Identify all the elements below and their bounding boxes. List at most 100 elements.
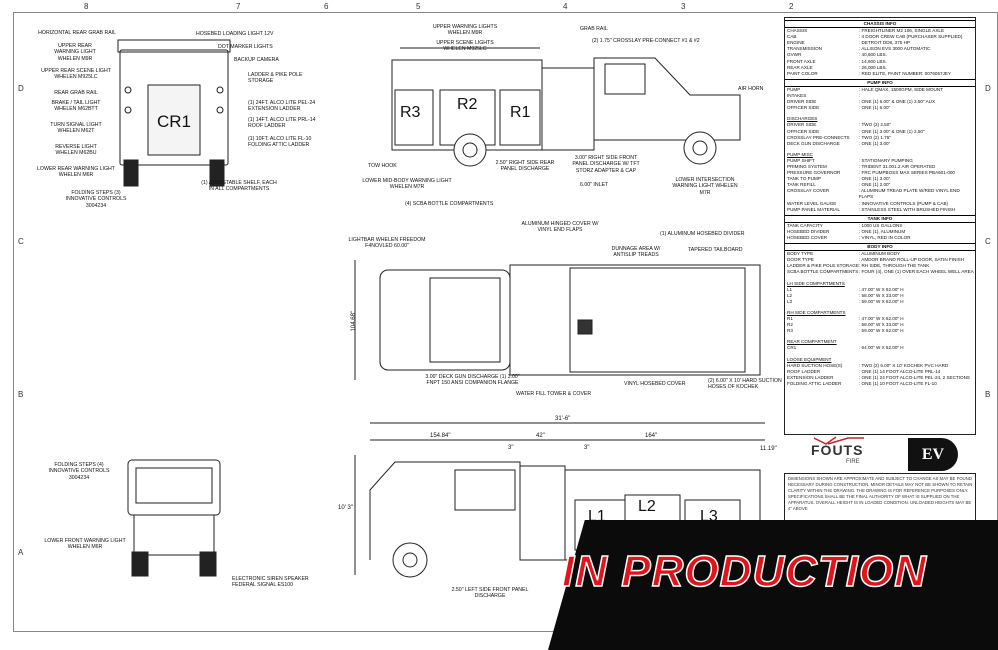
spec-value: : ONE (1) 14 FOOT ALCO-LITE PRL-14 — [859, 368, 941, 374]
spec-value: : 4 DOOR CREW CAB (PURCHASER SUPPLIED) — [859, 34, 963, 40]
callout: ALUMINUM HINGED COVER W/ VINYL END FLAPS — [521, 221, 599, 234]
spec-key: TRANSMISSION — [787, 46, 822, 52]
spec-value: : FREIGHTLINER M2 106, SINGLE AXLE — [859, 28, 945, 34]
fouts-logo: FOUTS — [811, 442, 864, 458]
spec-key: CR1 — [787, 345, 797, 351]
spec-key: LADDER & PIKE POLE STORAGE — [787, 263, 859, 269]
spec-key: PUMP — [787, 86, 801, 92]
callout: UPPER REAR WARNING LIGHT WHELEN M9R — [54, 43, 96, 62]
callout: BACKUP CAMERA — [234, 57, 279, 63]
spec-row: WATER LEVEL GAUGE : INNOVATIVE CONTROLS (… — [785, 201, 975, 207]
spec-key: TANK TO PUMP — [787, 176, 821, 182]
spec-row: DOOR TYPE: AMDOR BRAND ROLL-UP DOOR, SAT… — [785, 257, 975, 263]
spec-value: : RED ELITE, PAINT NUMBER: 0076057JEY — [859, 70, 951, 76]
grid-col: 5 — [416, 2, 421, 11]
spec-row: CR1 : 64.00" W X 52.00" H — [785, 345, 975, 351]
callout: (1) ALUMINUM HOSEBED DIVIDER — [660, 231, 745, 237]
right-side-view-drawing — [391, 47, 741, 167]
spec-key: ROOF LADDER — [787, 368, 821, 374]
spec-row: GVWR: 40,600 LBS. — [785, 52, 975, 58]
spec-value: : ONE (1) 3.00" & ONE (1) 2.50" — [859, 128, 925, 134]
callout: WATER FILL TOWER & COVER — [516, 391, 592, 397]
spec-key: DECK GUN DISCHARGE — [787, 140, 840, 146]
spec-row: PUMP PANEL MATERIAL: STAINLESS STEEL WIT… — [785, 207, 975, 213]
callout: TAPERED TAILBOARD — [688, 247, 743, 253]
spec-value: : ONE (1) 3.00" — [859, 140, 891, 146]
grid-row: C — [18, 237, 24, 246]
callout: HORIZONTAL REAR GRAB RAIL — [38, 30, 116, 36]
spec-row: L3 : 59.00" W X 62.00" H — [785, 299, 975, 305]
spec-value: : TRIDENT 31.001.2 AIR OPERATED — [859, 163, 936, 169]
spec-row: INTAKES: — [785, 93, 975, 99]
spec-row: EXTENSION LADDER : ONE (1) 24 FOOT ALCO-L… — [785, 375, 975, 381]
callout: LOWER MID-BODY WARNING LIGHT WHELEN M7R — [362, 178, 452, 191]
spec-row: DRIVER SIDE: ONE (1) 6.00" & ONE (1) 2.5… — [785, 99, 975, 105]
spec-key: REAR AXLE — [787, 64, 813, 70]
spec-key: FRONT AXLE — [787, 58, 816, 64]
grid-row: D — [985, 84, 991, 93]
spec-row: DECK GUN DISCHARGE : ONE (1) 3.00" — [785, 141, 975, 147]
spec-key: GVWR — [787, 52, 802, 58]
callout: (1) 10FT. ALCO LITE FL-10 FOLDING ATTIC … — [248, 136, 312, 149]
spec-key: EXTENSION LADDER — [787, 374, 834, 380]
spec-value: : DETROIT DD8, 375 HP — [859, 40, 910, 46]
spec-value: : ALUMINUM TREAD PLATE W/RED VINYL END F… — [858, 188, 960, 200]
dimension: 42" — [536, 433, 545, 439]
compartment-r3: R3 — [400, 104, 421, 121]
spec-key: CAB — [787, 34, 797, 40]
callout: REVERSE LIGHT WHELEN M62BU — [55, 144, 97, 157]
spec-value: : 26,000 LBS. — [859, 64, 887, 70]
spec-row: SCBA BOTTLE COMPARTMENTS: FOUR (4), ONE … — [785, 269, 975, 275]
spec-row: CROSSLAY COVER: ALUMINUM TREAD PLATE W/R… — [785, 188, 975, 200]
spec-value: : HALE QMAX, 1500GPM, SIDE MOUNT — [859, 86, 943, 92]
front-view-drawing — [127, 459, 221, 577]
callout: DUNNAGE AREA W/ ANTISLIP TREADS — [611, 246, 661, 259]
spec-key: L3 — [787, 298, 793, 304]
spec-row: OFFICER SIDE: ONE (1) 3.00" & ONE (1) 2.… — [785, 129, 975, 135]
spec-row: TANK TO PUMP: ONE (1) 3.00" — [785, 176, 975, 182]
spec-row: R2: 58.00" W X 33.00" H — [785, 322, 975, 328]
spec-value: : 64.00" W X 52.00" H — [859, 345, 904, 351]
grid-col: 2 — [789, 2, 794, 11]
fouts-swoosh-icon — [814, 436, 864, 445]
spec-key: L2 — [787, 292, 793, 298]
spec-value: : RH SIDE, THROUGH THE TANK — [859, 263, 930, 269]
spec-key: L1 — [787, 286, 793, 292]
spec-subheader: LH SIDE COMPARTMENTS — [787, 280, 845, 286]
in-production-banner — [548, 520, 998, 650]
spec-row: R1: 47.00" W X 62.00" H — [785, 316, 975, 322]
callout: (1) 14FT. ALCO LITE PRL-14 ROOF LADDER — [248, 117, 316, 130]
spec-value: : 1000 US GALLONS — [859, 222, 903, 228]
callout: 2.50" LEFT SIDE FRONT PANEL DISCHARGE — [451, 587, 529, 600]
spec-key: FOLDING ATTIC LADDER — [787, 380, 842, 386]
dimension: 104.68" — [351, 310, 358, 332]
grid-row: A — [18, 548, 24, 557]
spec-value: : TWO (2) 1.75" — [859, 134, 891, 140]
spec-subheader: REAR COMPARTMENT — [787, 339, 837, 345]
spec-row: FOLDING ATTIC LADDER: ONE (1) 10 FOOT AL… — [785, 381, 975, 387]
spec-value: : FOUR (4), ONE (1) OVER EACH WHEEL WELL… — [859, 269, 974, 275]
callout: UPPER REAR SCENE LIGHT WHELEN M925LC — [41, 68, 111, 81]
grid-col: 7 — [236, 2, 241, 11]
spec-key: SCBA BOTTLE COMPARTMENTS — [787, 269, 859, 275]
spec-key: ENGINE — [787, 40, 805, 46]
spec-value: : INNOVATIVE CONTROLS (PUMP & CAB) — [859, 200, 949, 206]
spec-subheader: RH SIDE COMPARTMENTS — [787, 309, 846, 315]
callout: TURN SIGNAL LIGHT WHELEN M62T — [50, 122, 102, 135]
fouts-fire-text: FIRE — [846, 459, 860, 465]
dimension-height: 10' 3" — [338, 505, 353, 511]
grid-col: 4 — [563, 2, 568, 11]
spec-row: TRANSMISSION : ALLISON EVS 3000 AUTOMATIC — [785, 46, 975, 52]
spec-row: PRIMING SYSTEM: TRIDENT 31.001.2 AIR OPE… — [785, 164, 975, 170]
spec-row: DRIVER SIDE: TWO (2) 2.50" — [785, 122, 975, 128]
spec-key: WATER LEVEL GAUGE — [787, 200, 837, 206]
grid-row: B — [18, 390, 24, 399]
compartment-cr1: CR1 — [157, 112, 192, 131]
spec-value: : 59.00" W X 62.00" H — [859, 298, 904, 304]
spec-value: : ONE (1) 24 FOOT ALCO-LITE PEL-24, 2 SE… — [859, 374, 970, 380]
compartment-r2: R2 — [457, 96, 478, 113]
grid-col: 8 — [84, 2, 89, 11]
dimension-overall-length: 31'-6" — [555, 416, 571, 422]
spec-row: CROSSLAY PRE-CONNECTS: TWO (2) 1.75" — [785, 135, 975, 141]
spec-value: : ALLISON EVS 3000 AUTOMATIC — [859, 46, 931, 52]
